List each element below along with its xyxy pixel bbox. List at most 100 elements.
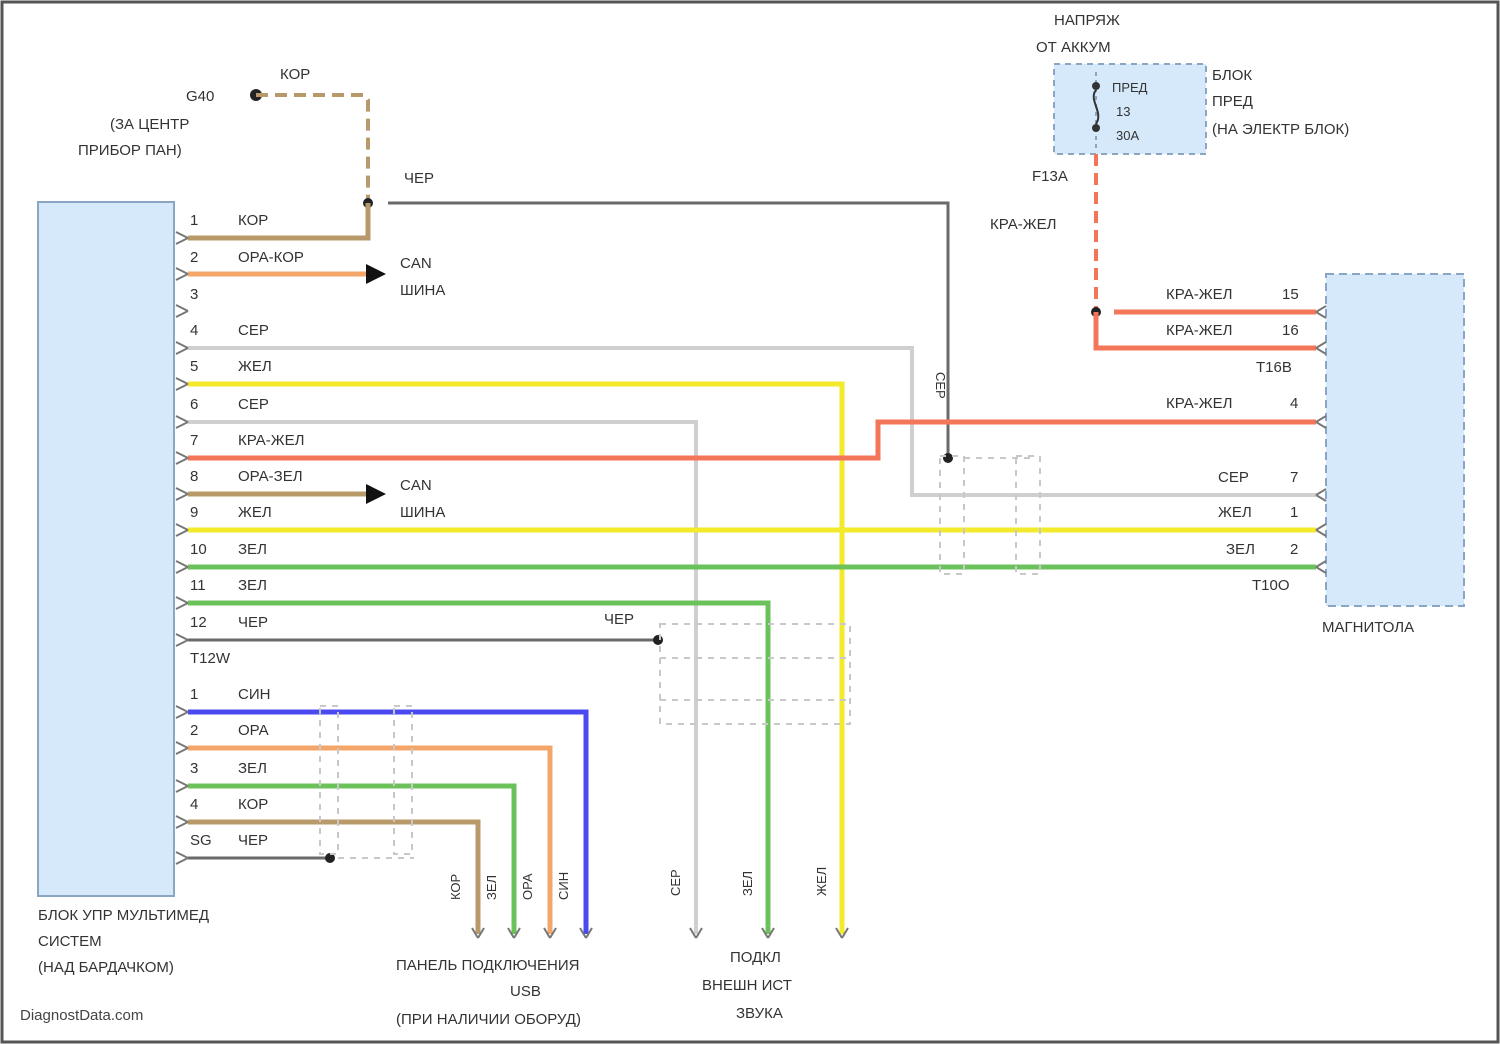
svg-text:3: 3 bbox=[190, 286, 198, 303]
svg-text:ЗЕЛ: ЗЕЛ bbox=[238, 760, 267, 777]
aux-caption-3: ЗВУКА bbox=[736, 1005, 783, 1022]
fuse-line-3: 30А bbox=[1116, 128, 1139, 143]
usb-caption-1: ПАНЕЛЬ ПОДКЛЮЧЕНИЯ bbox=[396, 957, 579, 974]
wire-ground-g40 bbox=[250, 89, 368, 203]
fuse-block-line-3: (НА ЭЛЕКТР БЛОК) bbox=[1212, 121, 1349, 138]
fuse-header-line-2: ОТ АККУМ bbox=[1036, 39, 1111, 56]
multimedia-control-unit-block bbox=[38, 202, 174, 896]
svg-text:16: 16 bbox=[1282, 322, 1299, 339]
svg-text:СЕР: СЕР bbox=[668, 869, 683, 896]
svg-text:9: 9 bbox=[190, 504, 198, 521]
cher-12-label: ЧЕР bbox=[604, 611, 634, 628]
svg-text:СЕР: СЕР bbox=[238, 322, 269, 339]
svg-text:ЖЕЛ: ЖЕЛ bbox=[238, 358, 272, 375]
wire-usb-green bbox=[188, 786, 514, 934]
svg-text:ОРА-ЗЕЛ: ОРА-ЗЕЛ bbox=[238, 468, 303, 485]
svg-text:ОРА: ОРА bbox=[238, 722, 269, 739]
ground-point-label: G40 bbox=[186, 88, 214, 105]
right-connector-b-id: T10O bbox=[1252, 577, 1290, 594]
ground-wire-label: КОР bbox=[280, 66, 310, 83]
head-unit-block bbox=[1326, 274, 1464, 606]
ground-desc-line-1: (ЗА ЦЕНТР bbox=[110, 116, 189, 133]
svg-text:2: 2 bbox=[1290, 541, 1298, 558]
ground-desc-line-2: ПРИБОР ПАН) bbox=[78, 142, 182, 159]
svg-text:2: 2 bbox=[190, 722, 198, 739]
svg-text:1: 1 bbox=[190, 686, 198, 703]
wire-pin-2-can bbox=[188, 264, 386, 284]
svg-text:КОР: КОР bbox=[238, 212, 268, 229]
svg-text:КРА-ЖЕЛ: КРА-ЖЕЛ bbox=[238, 432, 304, 449]
svg-text:8: 8 bbox=[190, 468, 198, 485]
svg-text:КОР: КОР bbox=[238, 796, 268, 813]
svg-text:ЖЕЛ: ЖЕЛ bbox=[814, 867, 829, 896]
fuse-block-line-1: БЛОК bbox=[1212, 67, 1252, 84]
wire-pin-7-red bbox=[188, 422, 1316, 458]
svg-text:ЧЕР: ЧЕР bbox=[238, 832, 268, 849]
aux-wire-labels: СЕР ЗЕЛ ЖЕЛ bbox=[668, 867, 829, 896]
svg-text:2: 2 bbox=[190, 249, 198, 266]
usb-wire-labels: КОР ЗЕЛ ОРА СИН bbox=[448, 872, 571, 900]
svg-text:ЗЕЛ: ЗЕЛ bbox=[238, 541, 267, 558]
svg-text:ЗЕЛ: ЗЕЛ bbox=[484, 875, 499, 900]
svg-text:1: 1 bbox=[190, 212, 198, 229]
svg-text:1: 1 bbox=[1290, 504, 1298, 521]
can-label-1-line-1: CAN bbox=[400, 255, 432, 272]
left-block-caption-3: (НАД БАРДАЧКОМ) bbox=[38, 959, 174, 976]
svg-text:7: 7 bbox=[190, 432, 198, 449]
wire-pin-12-black bbox=[188, 635, 663, 645]
wire-usb-shield bbox=[188, 853, 335, 863]
svg-text:SG: SG bbox=[190, 832, 212, 849]
svg-text:ЗЕЛ: ЗЕЛ bbox=[740, 871, 755, 896]
svg-text:6: 6 bbox=[190, 396, 198, 413]
svg-text:СИН: СИН bbox=[238, 686, 270, 703]
bottom-pin-ticks bbox=[472, 928, 848, 938]
svg-text:ЖЕЛ: ЖЕЛ bbox=[238, 504, 272, 521]
svg-text:ОРА-КОР: ОРА-КОР bbox=[238, 249, 304, 266]
svg-text:4: 4 bbox=[190, 322, 198, 339]
fuse-terminal-top bbox=[1092, 82, 1100, 90]
svg-text:КРА-ЖЕЛ: КРА-ЖЕЛ bbox=[1166, 322, 1232, 339]
fuse-header-line-1: НАПРЯЖ bbox=[1054, 12, 1120, 29]
svg-text:ЖЕЛ: ЖЕЛ bbox=[1218, 504, 1252, 521]
wire-fuse-feed bbox=[1091, 154, 1316, 348]
vertical-ser-label: СЕР bbox=[933, 372, 948, 399]
svg-text:5: 5 bbox=[190, 358, 198, 375]
fuse-line-2: 13 bbox=[1116, 104, 1130, 119]
head-unit-caption: МАГНИТОЛА bbox=[1322, 619, 1414, 636]
can-label-2-line-1: CAN bbox=[400, 477, 432, 494]
can-label-1-line-2: ШИНА bbox=[400, 282, 445, 299]
svg-text:4: 4 bbox=[1290, 395, 1298, 412]
svg-text:КРА-ЖЕЛ: КРА-ЖЕЛ bbox=[1166, 286, 1232, 303]
svg-text:СИН: СИН bbox=[556, 872, 571, 900]
fuse-line-1: ПРЕД bbox=[1112, 80, 1148, 95]
wire-usb-brown bbox=[188, 822, 478, 934]
left-connector-a-id: T12W bbox=[190, 650, 231, 667]
svg-text:СЕР: СЕР bbox=[1218, 469, 1249, 486]
svg-text:КРА-ЖЕЛ: КРА-ЖЕЛ bbox=[1166, 395, 1232, 412]
fuse-pin-label: F13A bbox=[1032, 168, 1068, 185]
usb-caption-3: (ПРИ НАЛИЧИИ ОБОРУД) bbox=[396, 1011, 581, 1028]
aux-caption-2: ВНЕШН ИСТ bbox=[702, 977, 792, 994]
left-block-caption-1: БЛОК УПР МУЛЬТИМЕД bbox=[38, 907, 209, 924]
svg-text:ЗЕЛ: ЗЕЛ bbox=[238, 577, 267, 594]
svg-text:15: 15 bbox=[1282, 286, 1299, 303]
aux-caption-1: ПОДКЛ bbox=[730, 949, 781, 966]
svg-text:КОР: КОР bbox=[448, 874, 463, 900]
svg-text:12: 12 bbox=[190, 614, 207, 631]
svg-text:7: 7 bbox=[1290, 469, 1298, 486]
usb-caption-2: USB bbox=[510, 983, 541, 1000]
wire-pin-8-can bbox=[188, 484, 386, 504]
watermark: DiagnostData.com bbox=[20, 1007, 143, 1024]
svg-text:3: 3 bbox=[190, 760, 198, 777]
can-label-2-line-2: ШИНА bbox=[400, 504, 445, 521]
fuse-terminal-bottom bbox=[1092, 124, 1100, 132]
svg-text:ЧЕР: ЧЕР bbox=[238, 614, 268, 631]
left-pin-ticks bbox=[176, 232, 188, 864]
svg-text:СЕР: СЕР bbox=[238, 396, 269, 413]
left-block-caption-2: СИСТЕМ bbox=[38, 933, 102, 950]
right-pin-ticks bbox=[1316, 306, 1326, 573]
svg-text:ОРА: ОРА bbox=[520, 873, 535, 900]
svg-text:ЗЕЛ: ЗЕЛ bbox=[1226, 541, 1255, 558]
svg-text:4: 4 bbox=[190, 796, 198, 813]
